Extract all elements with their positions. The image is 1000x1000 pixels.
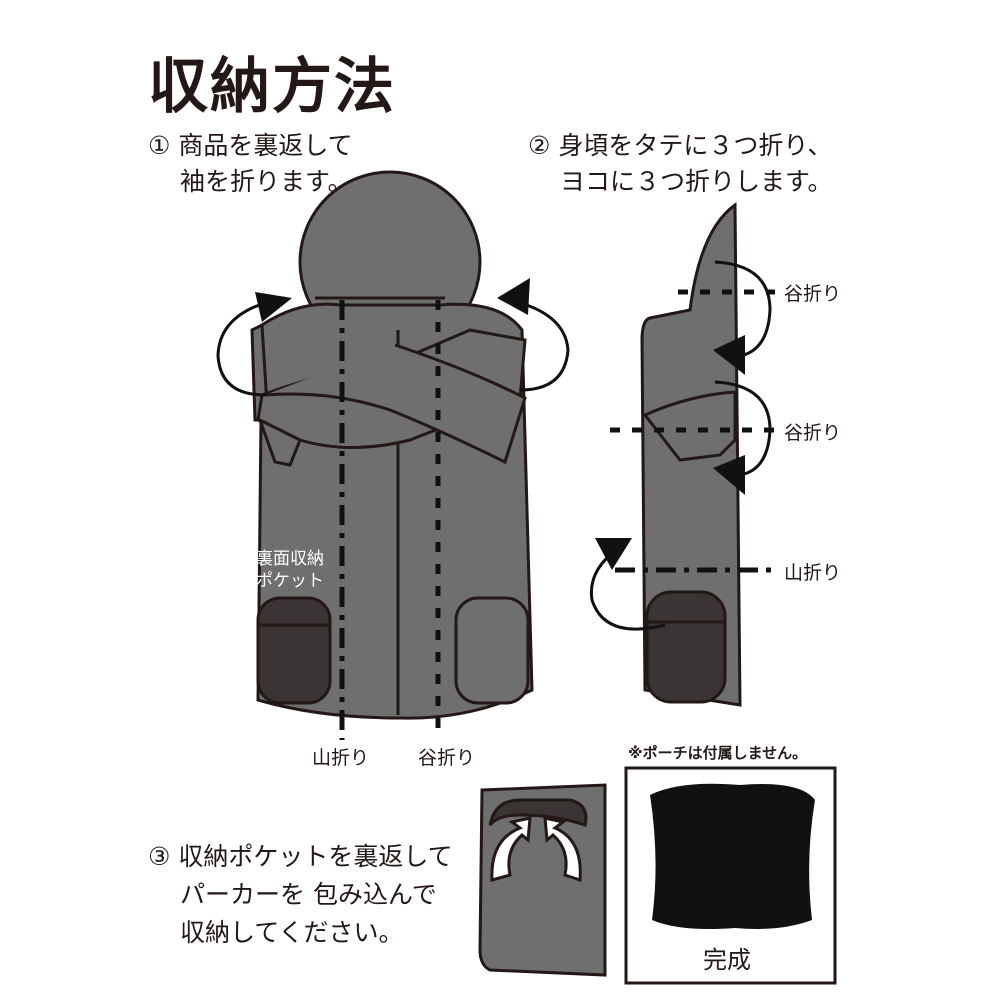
- pocket-label: 裏面収納 ポケット: [256, 548, 324, 592]
- step-3-number: ③: [148, 842, 171, 871]
- outer-pocket: [454, 596, 530, 705]
- step-2-text: ② 身頃をタテに３つ折り、 ヨコに３つ折りします。: [528, 128, 833, 200]
- pocket-label-line-1: 裏面収納: [256, 549, 324, 569]
- arrow-head-icon: [713, 455, 745, 495]
- step-3-line-3: 収納してください。: [180, 918, 404, 947]
- valley-fold-label: 谷折り: [418, 747, 476, 769]
- step-1-text: ① 商品を裏返して 袖を折ります。: [148, 128, 353, 200]
- mountain-fold-label: 山折り: [312, 747, 370, 769]
- side-valley-fold-label-2: 谷折り: [784, 422, 842, 444]
- jacket-side: [640, 202, 742, 707]
- completed-label: 完成: [703, 946, 751, 974]
- step-3-line-2: パーカーを 包み込んで: [180, 880, 437, 909]
- completed-pouch: [650, 783, 815, 929]
- step-1-number: ①: [148, 131, 171, 160]
- step-3-line-1: 収納ポケットを裏返して: [178, 842, 453, 871]
- arrow-head-icon: [255, 292, 292, 322]
- step-2-line-2: ヨコに３つ折りします。: [560, 167, 833, 196]
- folded-sleeve-right: [264, 343, 527, 465]
- inner-pocket: [256, 596, 332, 705]
- arrow-head-icon: [713, 335, 745, 375]
- completed-pouch-frame: [624, 766, 837, 985]
- page-title: 収納方法: [148, 52, 396, 122]
- folded-bundle: [478, 783, 607, 977]
- step-2-line-1: 身頃をタテに３つ折り、: [558, 131, 833, 160]
- step-3-text: ③ 収納ポケットを裏返して パーカーを 包み込んで 収納してください。: [148, 838, 453, 952]
- arrow-head-icon: [595, 538, 632, 570]
- side-mountain-fold-label: 山折り: [784, 562, 842, 584]
- side-valley-fold-label-1: 谷折り: [784, 283, 842, 305]
- pocket-label-line-2: ポケット: [256, 571, 324, 591]
- fold-lines-front: [339, 300, 441, 740]
- arrow-head-icon: [497, 278, 530, 315]
- step-1-line-2: 袖を折ります。: [180, 167, 353, 196]
- step-1-line-1: 商品を裏返して: [178, 131, 353, 160]
- jacket-front: [250, 170, 534, 720]
- pouch-not-included-note: ※ポーチは付属しません。: [628, 744, 808, 762]
- rotate-arrows-front: [216, 296, 570, 397]
- step-2-number: ②: [528, 131, 551, 160]
- side-pocket: [645, 590, 727, 704]
